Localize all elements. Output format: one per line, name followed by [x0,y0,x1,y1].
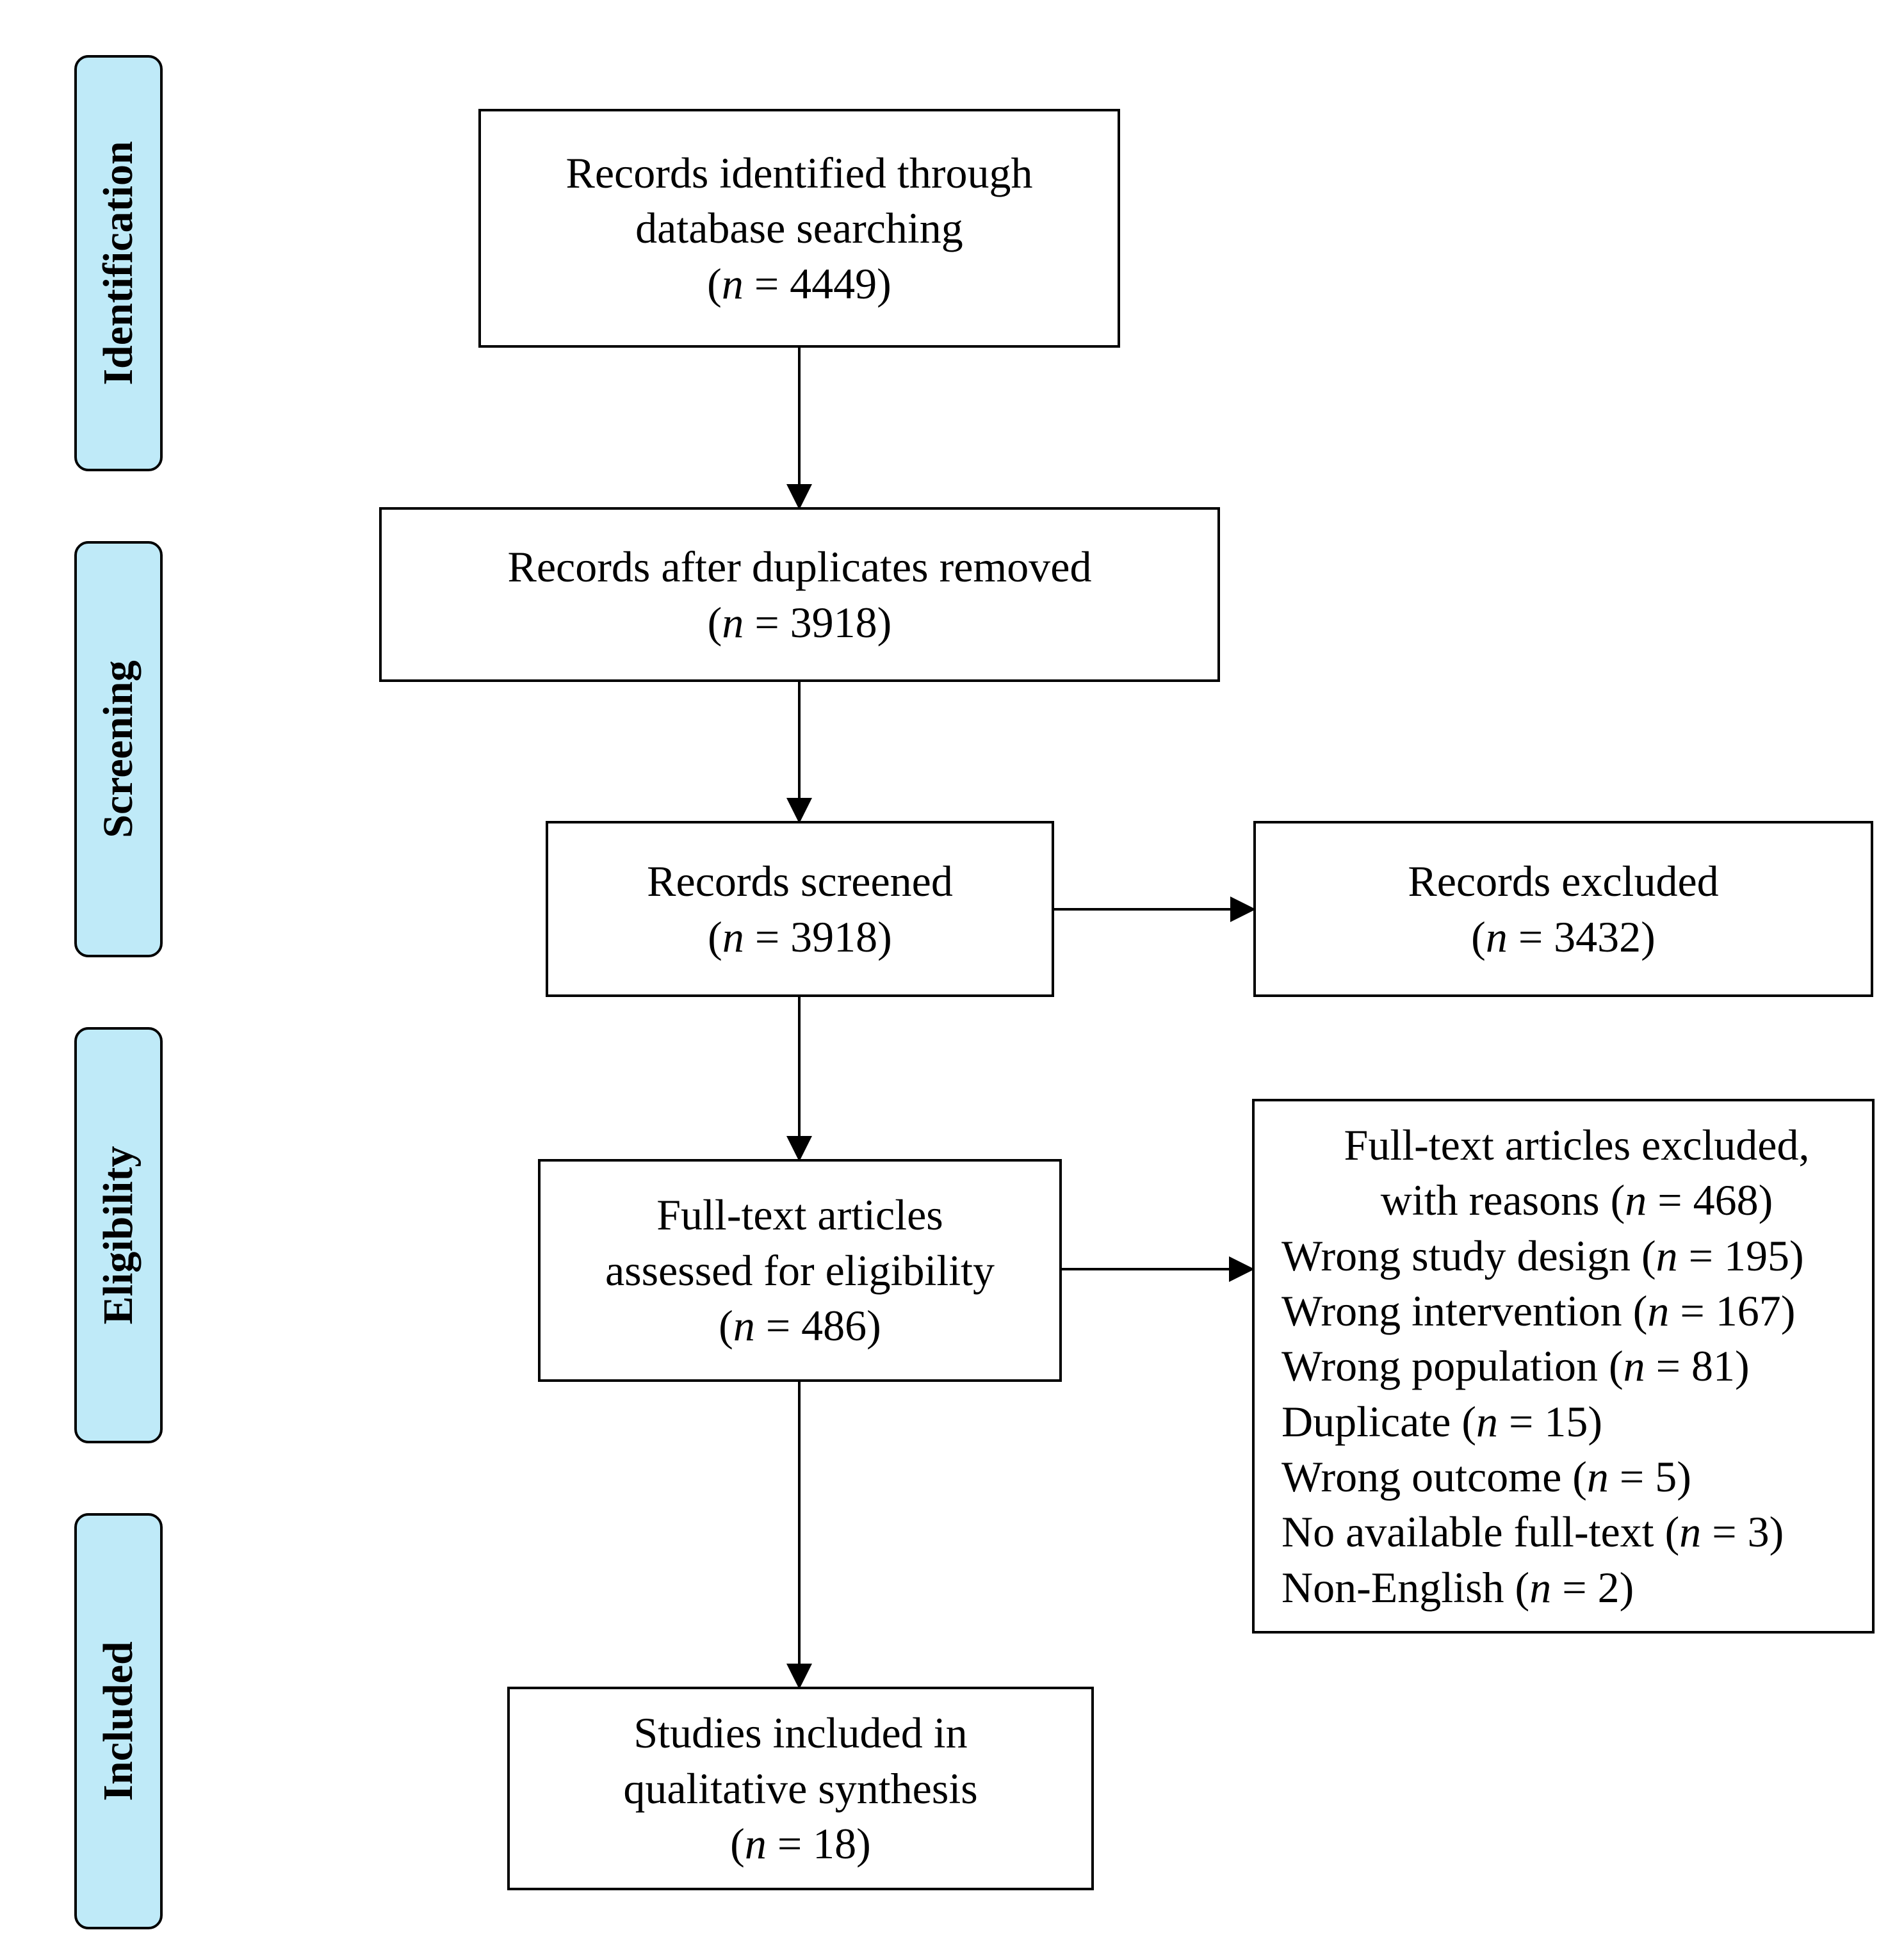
reason-item: Non-English (n = 2) [1282,1562,1634,1612]
box-fulltext-line1: Full-text articles [656,1190,943,1240]
box-records-excluded: Records excluded (n = 3432) [1253,821,1873,997]
box-identified-line2: database searching [635,204,963,253]
stage-tab-identification: Identification [74,55,163,471]
box-records-screened: Records screened (n = 3918) [546,821,1054,997]
box-identified-count: (n = 4449) [707,259,891,308]
box-fulltext-excluded: Full-text articles excluded, with reason… [1252,1099,1875,1634]
box-identified-line1: Records identified through [566,148,1033,197]
reason-item: Wrong population (n = 81) [1282,1342,1750,1391]
reason-item: Wrong intervention (n = 167) [1282,1286,1796,1335]
box-studies-included: Studies included in qualitative synthesi… [507,1687,1094,1890]
box-screened-line1: Records screened [647,857,953,906]
box-screened-count: (n = 3918) [708,912,892,961]
stage-label-screening: Screening [95,660,142,838]
box-ftexcl-line2: with reasons (n = 468) [1380,1176,1773,1225]
stage-label-included: Included [95,1641,142,1801]
stage-label-eligibility: Eligibility [95,1146,142,1325]
box-fulltext-assessed: Full-text articles assessed for eligibil… [538,1159,1062,1382]
box-included-count: (n = 18) [730,1819,871,1869]
stage-label-identification: Identification [95,141,142,385]
box-fulltext-count: (n = 486) [719,1301,881,1350]
box-ftexcl-line1: Full-text articles excluded, [1344,1120,1810,1169]
box-included-line2: qualitative synthesis [623,1764,978,1813]
box-records-after-duplicates: Records after duplicates removed (n = 39… [379,507,1220,682]
box-excluded-line1: Records excluded [1408,857,1719,906]
reason-item: Duplicate (n = 15) [1282,1397,1603,1446]
box-excluded-count: (n = 3432) [1471,912,1656,961]
stage-tab-eligibility: Eligibility [74,1027,163,1443]
box-duplicates-count: (n = 3918) [707,597,892,647]
box-records-identified: Records identified through database sear… [478,109,1120,348]
reason-item: Wrong study design (n = 195) [1282,1231,1804,1280]
stage-tab-screening: Screening [74,541,163,957]
box-included-line1: Studies included in [633,1708,968,1758]
reason-item: Wrong outcome (n = 5) [1282,1452,1691,1502]
reason-item: No available full-text (n = 3) [1282,1507,1784,1557]
box-duplicates-line1: Records after duplicates removed [507,542,1092,592]
box-fulltext-line2: assessed for eligibility [605,1245,995,1295]
stage-tab-included: Included [74,1513,163,1929]
